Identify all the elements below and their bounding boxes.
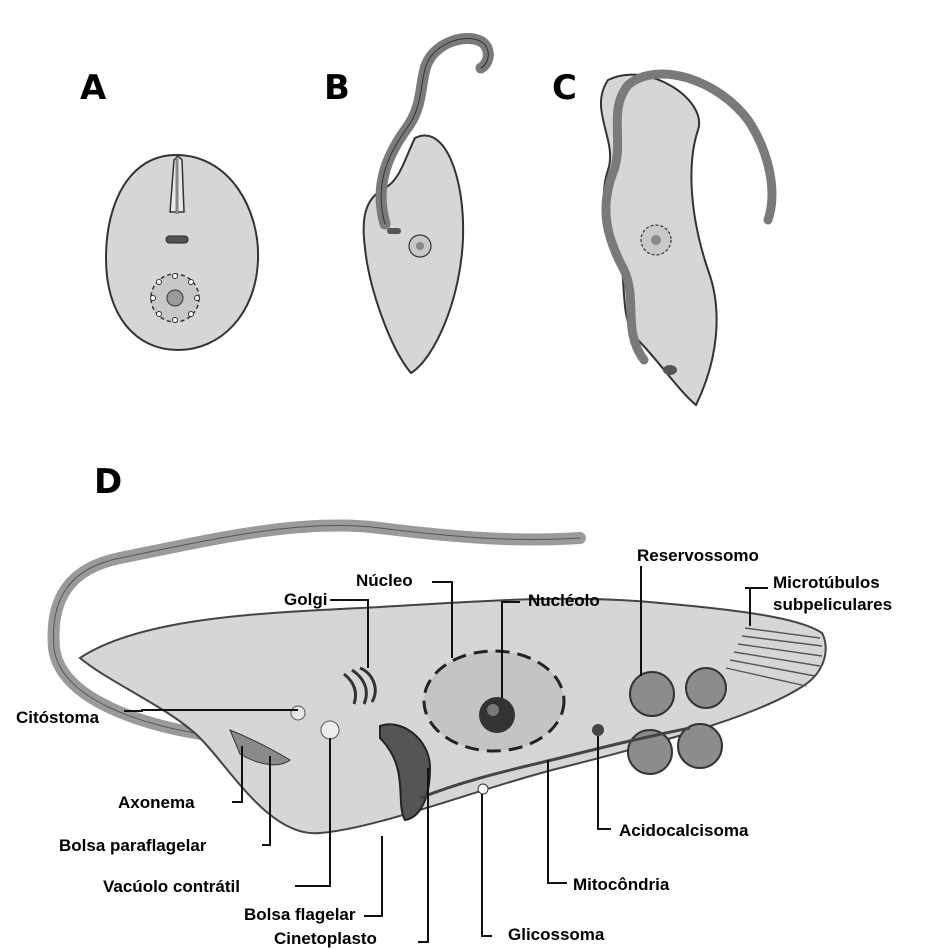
amastigote-figure [80, 140, 280, 360]
label-nucleo: Núcleo [356, 571, 413, 591]
label-vacuolo-contratil: Vacúolo contrátil [103, 877, 240, 897]
label-bolsa-flagelar: Bolsa flagelar [244, 905, 356, 925]
trypomastigote-kinetoplast [663, 365, 677, 375]
panel-label-a: A [80, 68, 106, 108]
promastigote-figure [345, 28, 535, 378]
label-subpeliculares: subpeliculares [773, 595, 892, 615]
label-glicossoma: Glicossoma [508, 925, 604, 945]
label-axonema: Axonema [118, 793, 195, 813]
reservosome-1 [630, 672, 674, 716]
cytostome [291, 706, 305, 720]
panel-label-c: C [552, 68, 577, 108]
label-bolsa-paraflagelar: Bolsa paraflagelar [59, 836, 206, 856]
glycosome [478, 784, 488, 794]
contractile-vacuole [321, 721, 339, 739]
nucleolus [479, 697, 515, 733]
panel-label-d: D [94, 462, 122, 502]
label-golgi: Golgi [284, 590, 327, 610]
label-reservossomo: Reservossomo [637, 546, 759, 566]
amastigote-kinetoplast [166, 236, 188, 243]
acidocalcisome [592, 724, 604, 736]
label-microtubulos: Microtúbulos [773, 573, 880, 593]
reservosome-2 [686, 668, 726, 708]
label-citostoma: Citóstoma [16, 708, 99, 728]
promastigote-kinetoplast [387, 228, 401, 234]
label-cinetoplasto: Cinetoplasto [274, 929, 377, 949]
label-acidocalcisoma: Acidocalcisoma [619, 821, 748, 841]
label-nucleolo: Nucléolo [528, 591, 600, 611]
trypomastigote-figure [578, 60, 798, 410]
label-mitocondria: Mitocôndria [573, 875, 669, 895]
